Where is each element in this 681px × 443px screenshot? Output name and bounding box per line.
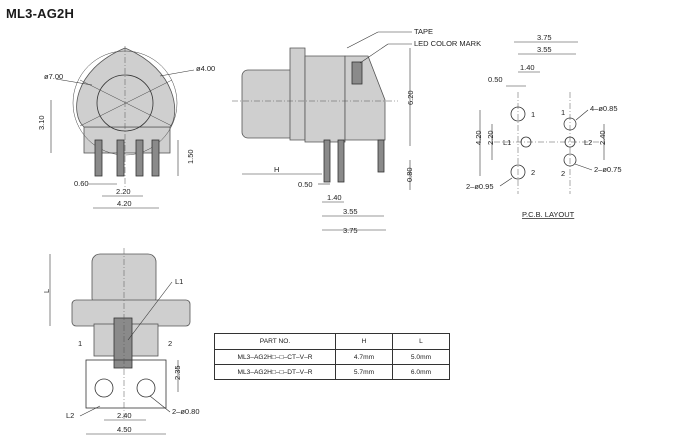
table-row: ML3–AG2H□–□–CT–V–R 4.7mm 5.0mm xyxy=(214,349,450,365)
pcb-pin-4: 2 xyxy=(561,169,565,178)
table-cell: ML3–AG2H□–□–CT–V–R xyxy=(214,349,336,365)
pcb-hole-1 xyxy=(510,106,526,122)
dim-d2: 3.55 xyxy=(343,207,358,216)
table-cell: 6.0mm xyxy=(392,364,450,380)
bottom-label-L1: L1 xyxy=(175,277,183,286)
led-color-mark xyxy=(351,61,363,85)
table-header: PART NO. xyxy=(214,333,336,350)
front-dome xyxy=(76,47,176,128)
bottom-hole-L2 xyxy=(94,378,114,398)
pcb-hole-L2 xyxy=(564,136,576,148)
front-lead-1 xyxy=(94,139,103,177)
pcb-hole-4 xyxy=(563,153,577,167)
table-cell: 5.0mm xyxy=(392,349,450,365)
pcb-dim-top2: 3.55 xyxy=(537,45,552,54)
dim-width: 4.20 xyxy=(117,199,132,208)
pcb-hole-small: 4–ø0.85 xyxy=(590,104,618,113)
side-housing xyxy=(304,55,346,143)
pcb-pin-3: 1 xyxy=(561,108,565,117)
bottom-label-L2: L2 xyxy=(66,411,74,420)
dim-dia-outer: ø7.00 xyxy=(44,72,63,81)
pcb-dim-050: 0.50 xyxy=(488,75,503,84)
table-header: L xyxy=(392,333,450,350)
pcb-label-L1: L1 xyxy=(503,138,511,147)
pcb-caption: P.C.B. LAYOUT xyxy=(522,210,575,219)
front-lead-2 xyxy=(116,139,125,177)
dim-dia-inner: ø4.00 xyxy=(196,64,215,73)
bottom-base xyxy=(85,359,167,409)
pcb-hole-3 xyxy=(563,117,577,131)
pcb-dim-140: 1.40 xyxy=(520,63,535,72)
pcb-dim-420: 4.20 xyxy=(474,130,483,145)
pcb-pin-2: 2 xyxy=(531,168,535,177)
drawing-title: ML3-AG2H xyxy=(6,6,75,21)
bottom-dim-450: 4.50 xyxy=(117,425,132,434)
dim-H: H xyxy=(274,165,279,174)
dim-lead-len: 1.50 xyxy=(186,149,195,164)
pcb-hole-095: 2–ø0.95 xyxy=(466,182,494,191)
dim-lead-h: 0.80 xyxy=(405,167,414,182)
part-number-table: PART NO. H L ML3–AG2H□–□–CT–V–R 4.7mm 5.… xyxy=(214,333,450,380)
bottom-hole-2 xyxy=(136,378,156,398)
dim-d1: 1.40 xyxy=(327,193,342,202)
pcb-hole-L1 xyxy=(520,136,532,148)
bottom-pin-2: 2 xyxy=(168,339,172,348)
pcb-layout: 3.75 3.55 1.40 0.50 4–ø0.85 4.20 2.20 2.… xyxy=(466,33,622,219)
dim-total-h: 6.20 xyxy=(406,90,415,105)
front-lead-4 xyxy=(151,139,160,177)
side-view: TAPE LED COLOR MARK 6.20 H 0.50 0.80 1.4… xyxy=(232,27,481,235)
table-row: ML3–AG2H□–□–DT–V–R 5.7mm 6.0mm xyxy=(214,364,450,380)
label-led-mark: LED COLOR MARK xyxy=(414,39,481,48)
bottom-pin-1: 1 xyxy=(78,339,82,348)
pcb-hole-2 xyxy=(510,164,526,180)
pcb-pin-1: 1 xyxy=(531,110,535,119)
table-header-row: PART NO. H L xyxy=(214,333,450,350)
pcb-label-L2: L2 xyxy=(584,138,592,147)
dim-lead-w: 0.60 xyxy=(74,179,89,188)
pcb-dim-240: 2.40 xyxy=(598,130,607,145)
bottom-view: L L1 1 2 2.35 L2 2.40 2–ø0.80 4.50 xyxy=(42,248,200,435)
front-view: ø7.00 ø4.00 3.10 1.50 0.60 2.20 4.20 xyxy=(37,46,215,209)
table-cell: 5.7mm xyxy=(335,364,393,380)
pcb-hole-075: 2–ø0.75 xyxy=(594,165,622,174)
table-header: H xyxy=(335,333,393,350)
dim-pitch: 2.20 xyxy=(116,187,131,196)
pcb-dim-top: 3.75 xyxy=(537,33,552,42)
pcb-dim-220: 2.20 xyxy=(486,130,495,145)
bottom-dim-235: 2.35 xyxy=(173,365,182,380)
dim-d3: 3.75 xyxy=(343,226,358,235)
table-cell: 4.7mm xyxy=(335,349,393,365)
bottom-dim-L: L xyxy=(42,289,51,293)
front-lead-3 xyxy=(135,139,144,177)
label-tape: TAPE xyxy=(414,27,433,36)
bottom-dim-240: 2.40 xyxy=(117,411,132,420)
dim-height: 3.10 xyxy=(37,115,46,130)
table-cell: ML3–AG2H□–□–DT–V–R xyxy=(214,364,336,380)
bottom-hole-080: 2–ø0.80 xyxy=(172,407,200,416)
dim-offset: 0.50 xyxy=(298,180,313,189)
